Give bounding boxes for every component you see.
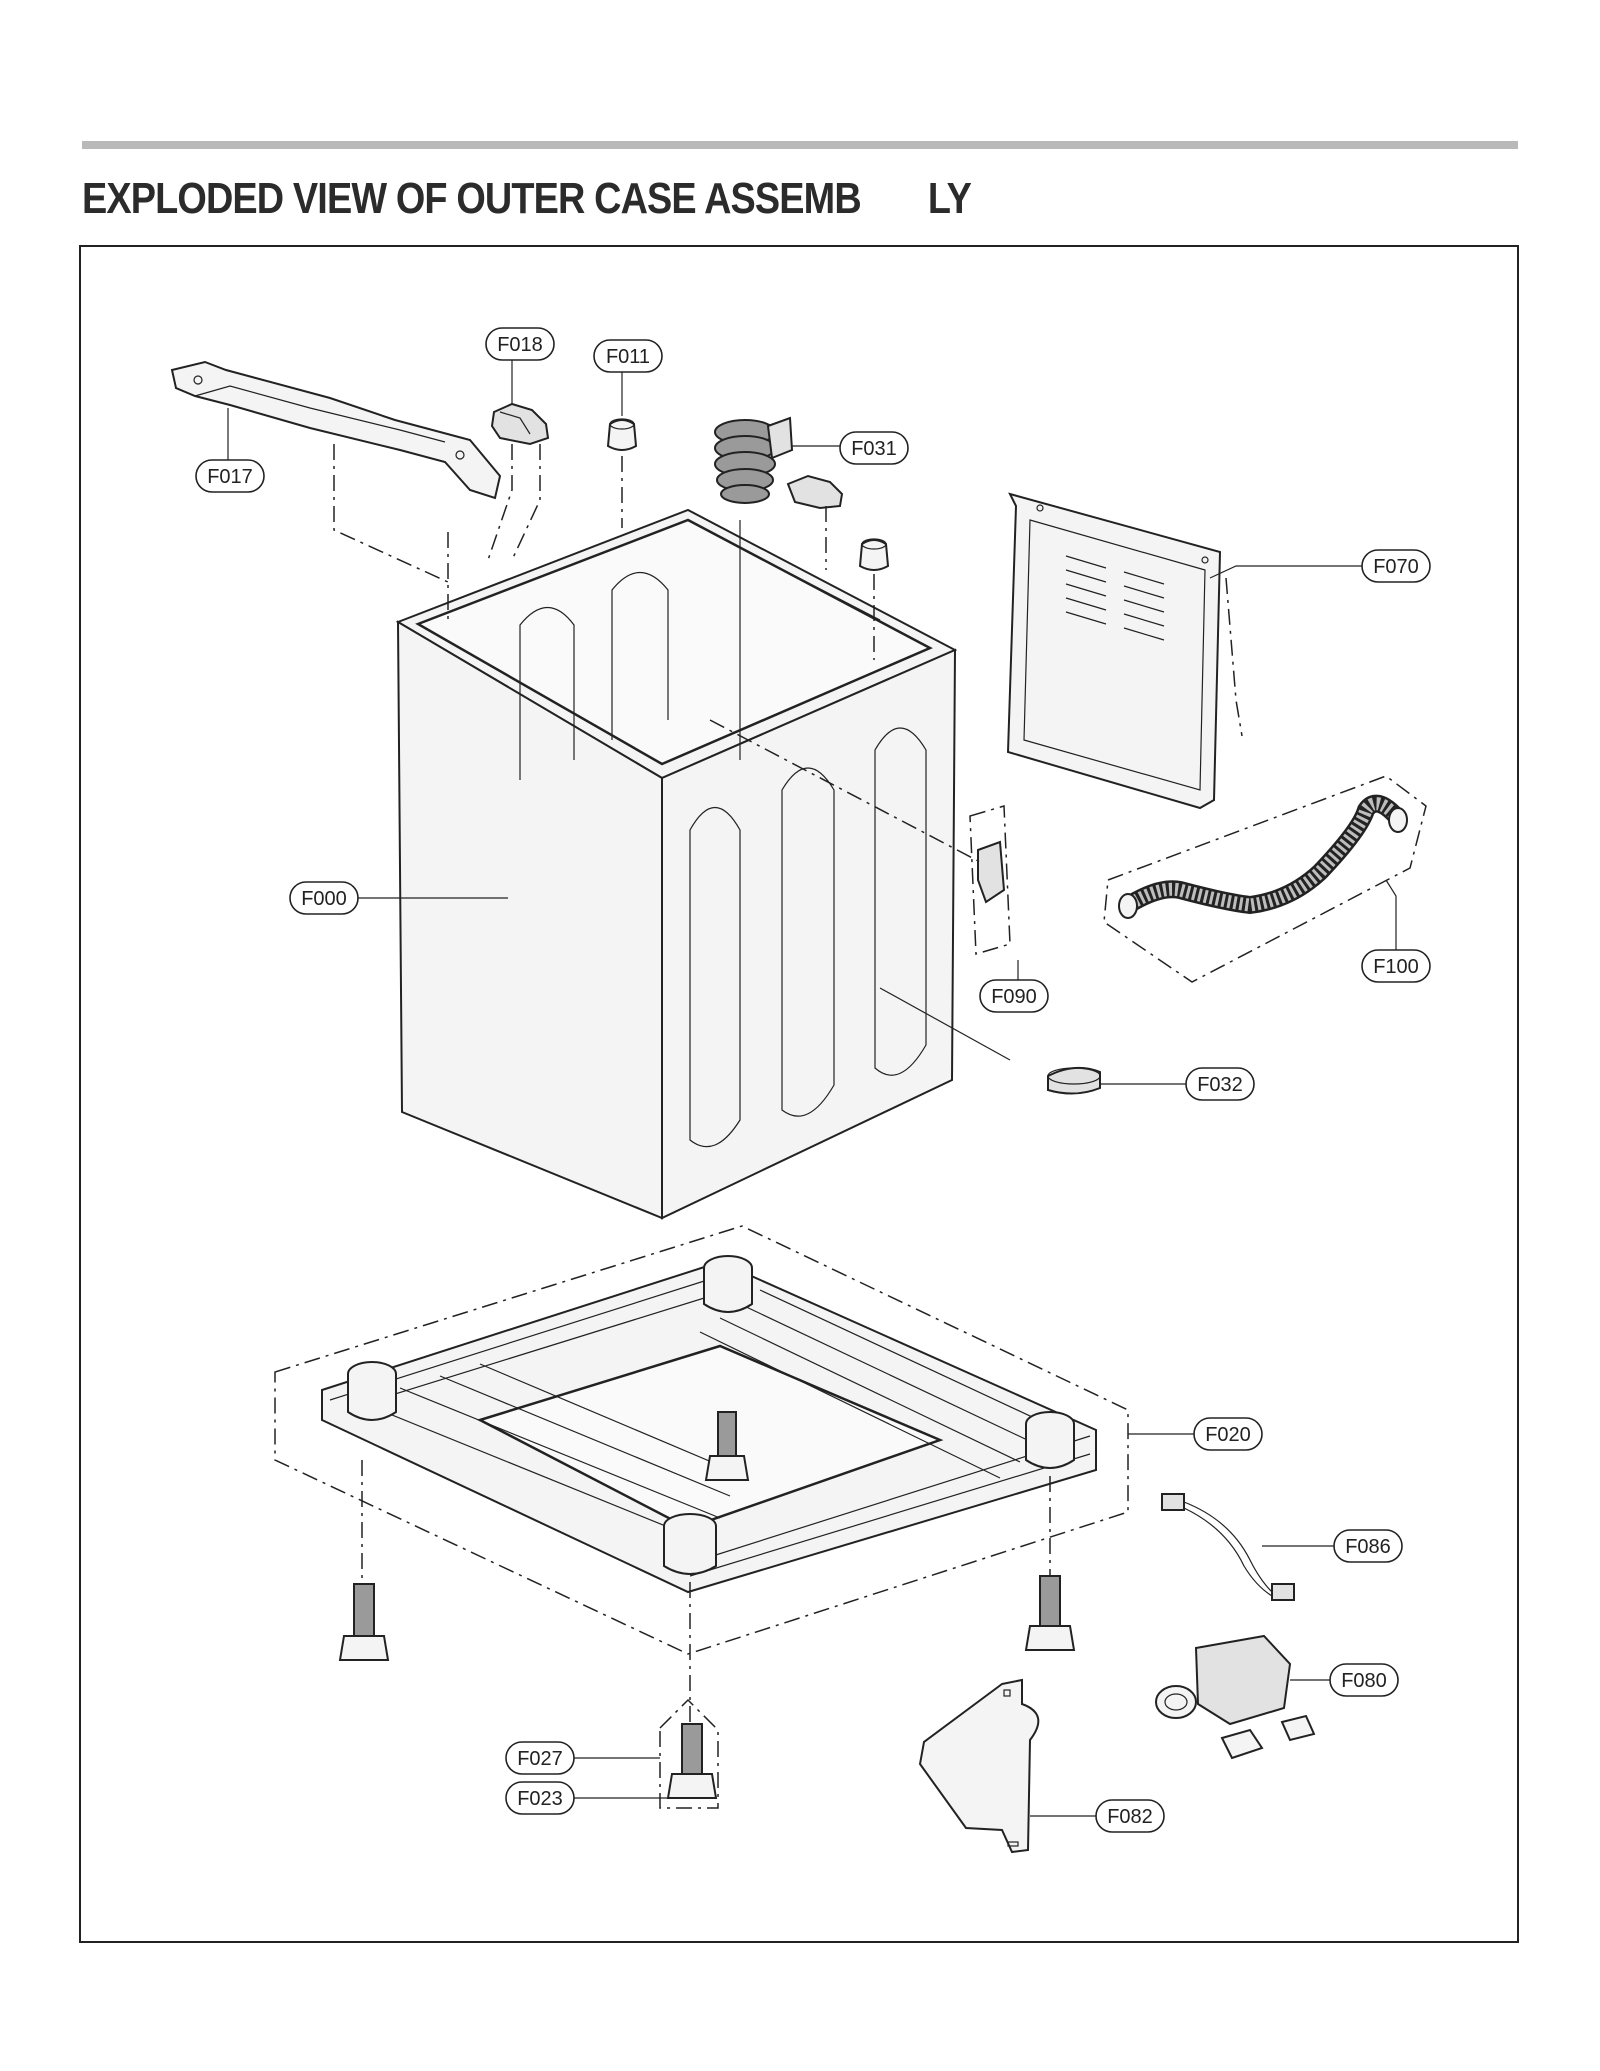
svg-text:F090: F090 bbox=[991, 986, 1037, 1008]
page-title-part2: LY bbox=[927, 174, 972, 223]
part-top-bracket bbox=[170, 360, 502, 500]
part-rubber-bumper bbox=[606, 418, 890, 571]
callout-F070: F070 bbox=[1361, 549, 1431, 583]
part-cover-plate bbox=[918, 1678, 1040, 1854]
svg-text:F000: F000 bbox=[301, 888, 347, 910]
svg-text:F031: F031 bbox=[851, 438, 897, 460]
callout-F100: F100 bbox=[1361, 949, 1431, 983]
part-cabinet bbox=[395, 508, 958, 1220]
callout-F082: F082 bbox=[1095, 1799, 1165, 1833]
part-hose-holder bbox=[969, 805, 1011, 955]
page-title: EXPLODED VIEW OF OUTER CASE ASSEMB LY bbox=[82, 174, 972, 224]
svg-text:F100: F100 bbox=[1373, 956, 1419, 978]
svg-text:F032: F032 bbox=[1197, 1074, 1243, 1096]
callout-F018: F018 bbox=[485, 327, 555, 361]
callout-F080: F080 bbox=[1329, 1663, 1399, 1697]
part-hose-bellows bbox=[714, 416, 794, 504]
svg-text:F020: F020 bbox=[1205, 1424, 1251, 1446]
svg-text:F070: F070 bbox=[1373, 556, 1419, 578]
diagram-frame bbox=[79, 245, 1519, 1943]
svg-text:F018: F018 bbox=[497, 334, 543, 356]
svg-text:F082: F082 bbox=[1107, 1806, 1153, 1828]
part-drain-pump bbox=[1155, 1634, 1316, 1760]
callout-F017: F017 bbox=[195, 459, 265, 493]
svg-text:F017: F017 bbox=[207, 466, 253, 488]
callout-F000: F000 bbox=[289, 881, 359, 915]
svg-text:F086: F086 bbox=[1345, 1536, 1391, 1558]
part-rear-panel bbox=[1006, 492, 1222, 810]
callout-F090: F090 bbox=[979, 979, 1049, 1013]
part-wire-harness bbox=[1161, 1493, 1295, 1601]
leader-lines bbox=[227, 360, 1397, 1817]
part-sensor-bracket bbox=[490, 402, 550, 446]
callout-F020: F020 bbox=[1193, 1417, 1263, 1451]
part-leveling-foot bbox=[338, 1575, 1076, 1809]
callout-F011: F011 bbox=[593, 339, 663, 373]
part-inlet-hose bbox=[1103, 775, 1427, 983]
page-title-part1: EXPLODED VIEW OF OUTER CASE ASSEMB bbox=[82, 174, 862, 223]
part-sensor-bracket-2 bbox=[786, 474, 844, 510]
callout-F031: F031 bbox=[839, 431, 909, 465]
callout-F023: F023 bbox=[505, 1781, 575, 1815]
callout-F027: F027 bbox=[505, 1741, 575, 1775]
part-hose-clamp bbox=[1047, 1066, 1101, 1095]
part-base-frame bbox=[274, 1225, 1129, 1655]
svg-text:F027: F027 bbox=[517, 1748, 563, 1770]
header-rule bbox=[82, 141, 1518, 149]
callout-F086: F086 bbox=[1333, 1529, 1403, 1563]
callout-F032: F032 bbox=[1185, 1067, 1255, 1101]
svg-text:F023: F023 bbox=[517, 1788, 563, 1810]
svg-text:F011: F011 bbox=[606, 346, 650, 368]
svg-text:F080: F080 bbox=[1341, 1670, 1387, 1692]
